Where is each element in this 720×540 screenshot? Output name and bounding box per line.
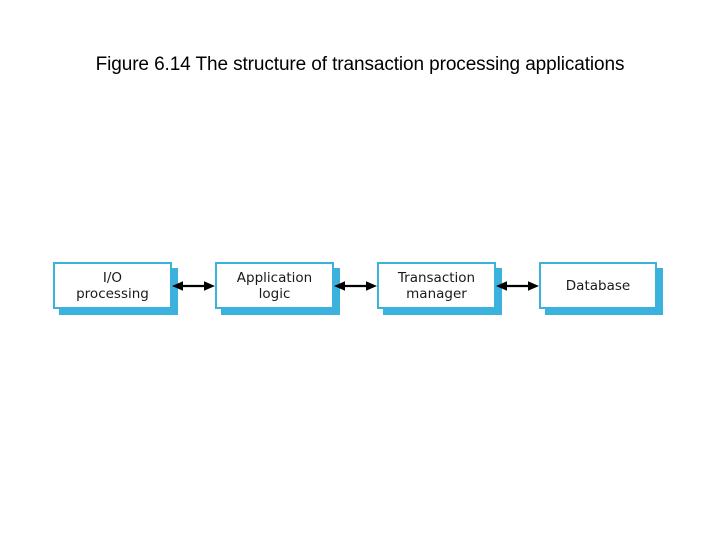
- diagram-node-application-logic[interactable]: Application logic: [215, 262, 340, 315]
- page-title: Figure 6.14 The structure of transaction…: [95, 54, 625, 75]
- diagram-node-io-processing[interactable]: I/O processing: [53, 262, 178, 315]
- double-headed-arrow-icon: [334, 281, 377, 291]
- diagram-node-transaction-manager[interactable]: Transaction manager: [377, 262, 502, 315]
- diagram-node-database[interactable]: Database: [539, 262, 663, 315]
- diagram-connector-application-to-transaction: [334, 278, 377, 294]
- node-label: Database: [565, 277, 631, 294]
- node-label: Transaction manager: [397, 269, 476, 302]
- diagram-connector-io-to-application: [172, 278, 215, 294]
- double-headed-arrow-icon: [172, 281, 215, 291]
- node-box: Application logic: [215, 262, 334, 309]
- node-box: I/O processing: [53, 262, 172, 309]
- double-headed-arrow-icon: [496, 281, 539, 291]
- node-label: Application logic: [236, 269, 313, 302]
- diagram-canvas: I/O processing Application logic Transac…: [53, 262, 663, 324]
- node-label: I/O processing: [76, 269, 149, 302]
- diagram-connector-transaction-to-database: [496, 278, 539, 294]
- node-box: Database: [539, 262, 657, 309]
- node-box: Transaction manager: [377, 262, 496, 309]
